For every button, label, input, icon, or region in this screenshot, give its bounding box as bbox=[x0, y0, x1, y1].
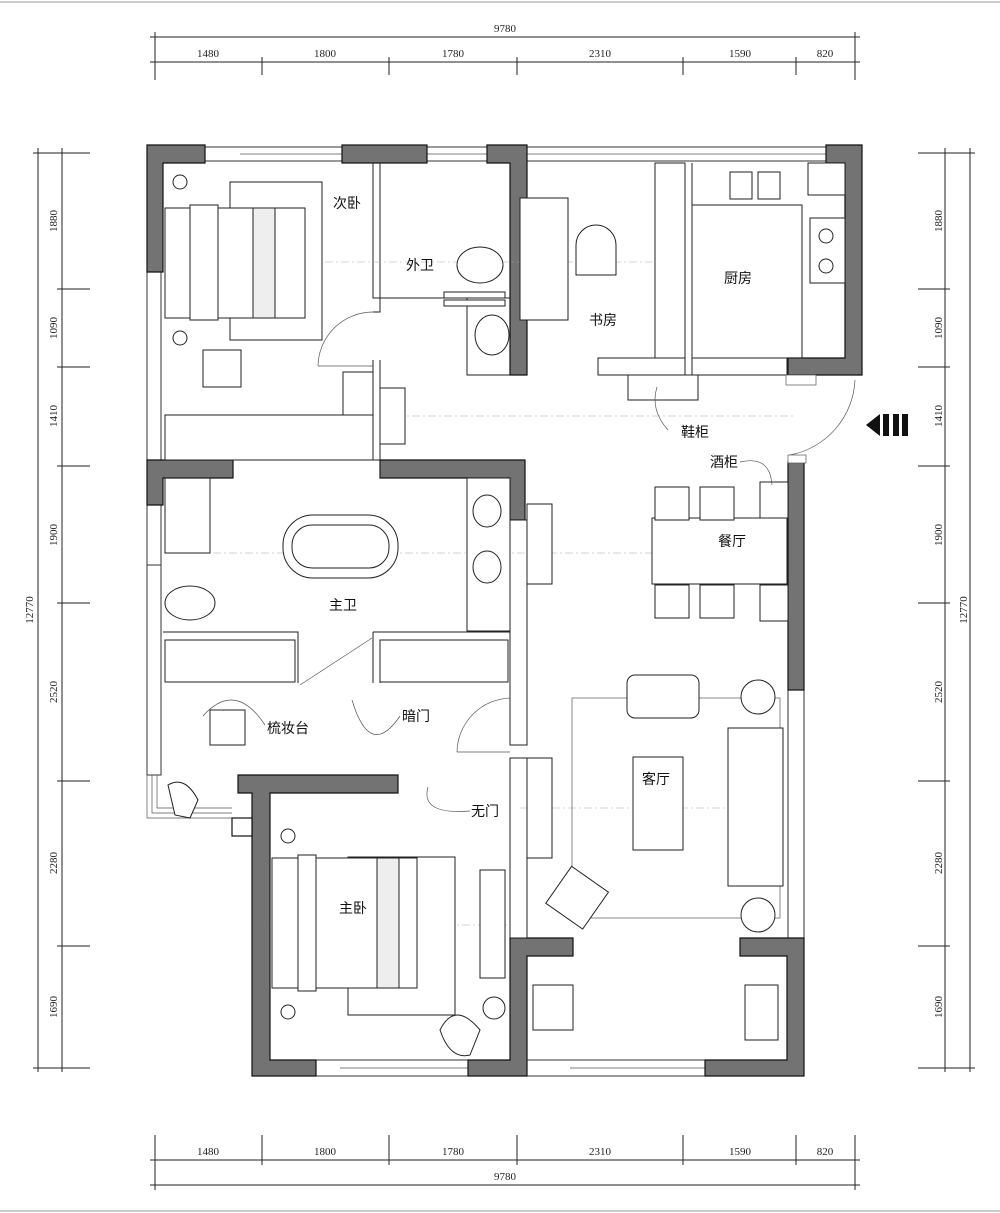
top-dimension: 1590 bbox=[729, 48, 752, 60]
dining-table bbox=[651, 517, 788, 585]
left-dimension: 1410 bbox=[48, 405, 60, 428]
right-dimension: 1880 bbox=[933, 210, 945, 233]
bottom-dimension-chain: 1480 1800 1780 2310 1590 820 9780 bbox=[150, 1135, 860, 1190]
label-study: 书房 bbox=[589, 313, 617, 329]
tv-cabinet bbox=[526, 757, 553, 859]
label-master-bedroom: 主卧 bbox=[339, 901, 367, 917]
label-no-door: 无门 bbox=[471, 804, 499, 820]
right-dimension: 1090 bbox=[933, 317, 945, 340]
left-dimension: 1090 bbox=[48, 317, 60, 340]
coffee-table bbox=[632, 756, 684, 851]
dresser-stool bbox=[209, 709, 246, 746]
top-total-dimension: 9780 bbox=[494, 23, 517, 35]
top-dimension-chain: 9780 1480 1800 1780 2310 1590 820 bbox=[150, 23, 860, 80]
shoe-cabinet bbox=[627, 374, 699, 401]
desk bbox=[519, 197, 569, 321]
wine-cabinet bbox=[759, 481, 789, 519]
bottom-total-dimension: 9780 bbox=[494, 1171, 517, 1183]
bookshelf bbox=[654, 162, 686, 359]
top-dimension: 1780 bbox=[442, 48, 465, 60]
wardrobe bbox=[164, 414, 374, 461]
bed bbox=[164, 207, 306, 319]
label-living: 客厅 bbox=[642, 771, 670, 788]
walls bbox=[146, 144, 863, 1077]
doors bbox=[299, 311, 856, 753]
bottom-dimension: 1590 bbox=[729, 1146, 752, 1158]
bottom-dimension: 1800 bbox=[314, 1146, 337, 1158]
right-dimension: 2520 bbox=[933, 681, 945, 704]
armchair bbox=[439, 1014, 481, 1057]
top-dimension: 1480 bbox=[197, 48, 220, 60]
left-dimension: 1900 bbox=[48, 524, 60, 547]
label-kitchen: 厨房 bbox=[724, 271, 752, 287]
right-total-dimension: 12770 bbox=[958, 596, 970, 624]
sink bbox=[474, 314, 510, 356]
label-hidden-door: 暗门 bbox=[402, 709, 430, 725]
label-shoe-cabinet: 鞋柜 bbox=[681, 425, 709, 441]
leader-lines bbox=[202, 386, 773, 812]
entrance-arrow-icon bbox=[866, 414, 908, 436]
right-dimension: 2280 bbox=[933, 852, 945, 875]
label-master-bath: 主卫 bbox=[329, 598, 357, 614]
bottom-dimension: 1780 bbox=[442, 1146, 465, 1158]
label-guest-bath: 外卫 bbox=[406, 258, 434, 274]
ottoman bbox=[626, 674, 700, 719]
bottom-dimension: 1480 bbox=[197, 1146, 220, 1158]
toilet bbox=[456, 246, 504, 284]
toilet bbox=[164, 585, 216, 621]
top-dimension: 1800 bbox=[314, 48, 337, 60]
left-dimension: 1690 bbox=[48, 996, 60, 1019]
left-dimension-chain: 1880 1090 1410 1900 2520 2280 1690 12770 bbox=[24, 148, 90, 1072]
chair bbox=[202, 349, 242, 388]
bottom-dimension: 2310 bbox=[589, 1146, 612, 1158]
top-dimension: 2310 bbox=[589, 48, 612, 60]
chair bbox=[575, 224, 617, 276]
label-wine-cabinet: 酒柜 bbox=[710, 455, 738, 471]
right-dimension: 1690 bbox=[933, 996, 945, 1019]
left-dimension: 2280 bbox=[48, 852, 60, 875]
label-second-bedroom: 次卧 bbox=[333, 196, 361, 212]
right-dimension: 1900 bbox=[933, 524, 945, 547]
label-dresser: 梳妆台 bbox=[267, 721, 309, 737]
sink bbox=[744, 984, 779, 1041]
right-dimension-chain: 1880 1090 1410 1900 2520 2280 1690 12770 bbox=[918, 148, 975, 1072]
left-dimension: 1880 bbox=[48, 210, 60, 233]
bottom-dimension: 820 bbox=[817, 1146, 834, 1158]
right-dimension: 1410 bbox=[933, 405, 945, 428]
top-dimension: 820 bbox=[817, 48, 834, 60]
left-dimension: 2520 bbox=[48, 681, 60, 704]
armchair bbox=[545, 865, 610, 930]
label-dining: 餐厅 bbox=[718, 534, 746, 550]
sofa bbox=[727, 727, 784, 887]
furniture bbox=[164, 162, 846, 1057]
left-total-dimension: 12770 bbox=[24, 596, 36, 624]
